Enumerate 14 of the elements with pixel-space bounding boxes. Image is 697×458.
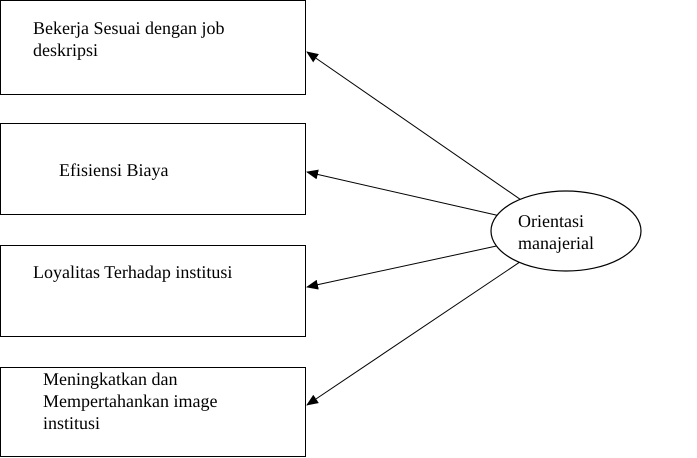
arrow	[306, 262, 520, 406]
node-text: Efisiensi Biaya	[59, 159, 170, 181]
node-text: Loyalitas Terhadap institusi	[33, 261, 234, 283]
process-box	[0, 0, 306, 95]
process-box	[0, 367, 306, 457]
process-box	[0, 245, 306, 337]
node-text: Orientasi manajerial	[518, 210, 595, 254]
arrow	[306, 246, 497, 290]
arrow	[306, 51, 521, 200]
node-text: Meningkatkan dan Mempertahankan image institusi	[43, 368, 218, 434]
process-box	[0, 123, 306, 215]
node-text: Bekerja Sesuai dengan job deskripsi	[33, 17, 226, 61]
ellipse-node	[490, 190, 642, 272]
arrow	[306, 170, 498, 216]
